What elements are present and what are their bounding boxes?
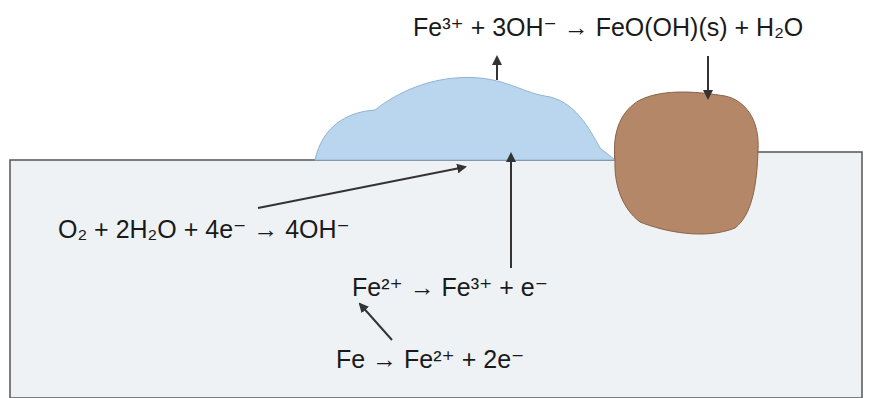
leader-arrow <box>510 154 512 268</box>
leader-arrow <box>707 56 709 98</box>
leader-arrow <box>496 57 498 80</box>
reaction-equation: O₂ + 2H₂O + 4e⁻ → 4OH⁻ <box>58 214 350 244</box>
reaction-equation: Fe³⁺ + 3OH⁻ → FeO(OH)(s) + H₂O <box>413 12 803 42</box>
water-droplet <box>315 77 615 160</box>
leader-arrow <box>258 167 465 208</box>
rust-deposit <box>614 92 758 234</box>
reaction-equation: Fe²⁺ → Fe³⁺ + e⁻ <box>352 272 548 302</box>
leader-arrow <box>360 304 392 340</box>
reaction-equation: Fe → Fe²⁺ + 2e⁻ <box>336 344 524 374</box>
